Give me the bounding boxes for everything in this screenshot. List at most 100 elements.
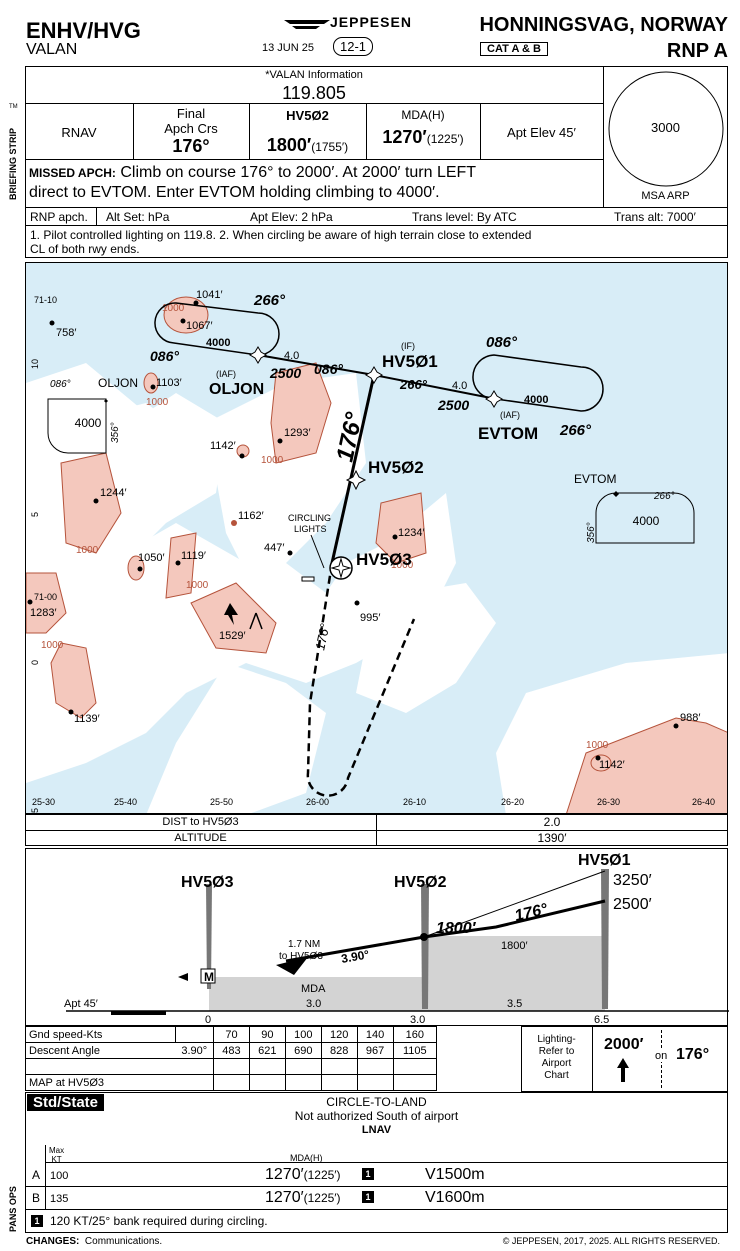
fix-hv501-label: HV5Ø1 xyxy=(382,352,438,371)
gs-140: 140 xyxy=(356,1026,394,1043)
altitude-label: ALTITUDE xyxy=(174,832,227,844)
jeppesen-logo-icon xyxy=(284,17,332,29)
contour-label: 1000 xyxy=(41,640,64,651)
circling-label: CIRCLING xyxy=(288,513,331,523)
cat-a-vis: V1500m xyxy=(425,1166,485,1183)
atis-label: *VALAN Information xyxy=(265,69,363,81)
contour-label: 1000 xyxy=(162,303,185,314)
note-badge: 1 xyxy=(362,1191,374,1203)
rnp-approach: RNP apch. xyxy=(30,210,88,224)
missed-approach-path xyxy=(306,562,416,797)
dist-0: 0 xyxy=(205,1014,211,1026)
lon-tick: 26-20 xyxy=(501,797,524,807)
chart-number: 12-1 xyxy=(333,37,374,56)
fix-hv503-label: HV5Ø3 xyxy=(356,550,412,569)
atis-frequency: 119.805 xyxy=(282,83,346,103)
rate-70: 483 xyxy=(213,1042,250,1059)
obstacle-group-icon xyxy=(249,612,263,630)
vdp-line2: to HV5Ø3 xyxy=(279,951,323,962)
contour-label: 1000 xyxy=(586,740,609,751)
profile-path xyxy=(285,899,606,963)
evtom-hold-outbound: 266° xyxy=(559,422,592,439)
altitude-value: 1390′ xyxy=(537,831,567,845)
mda-header: MDA(H) xyxy=(290,1153,323,1163)
spot-height: 447′ xyxy=(264,542,284,554)
evtom-hold-inbound: 086° xyxy=(486,334,518,351)
oljon-leg-dist: 4.0 xyxy=(284,350,299,362)
spot-height: 988′ xyxy=(680,712,700,724)
obstacle-icon xyxy=(224,603,238,625)
evtom-leg-dist: 4.0 xyxy=(452,380,467,392)
lon-tick: 25-50 xyxy=(210,797,233,807)
std-state-tab: Std/State xyxy=(27,1094,105,1112)
alt-set: Alt Set: hPa xyxy=(106,210,170,224)
lat-tick: 0 xyxy=(30,660,40,665)
msa-circle xyxy=(607,70,725,188)
msa-value: 3000 xyxy=(651,120,680,135)
fix-oljon-icon xyxy=(249,346,267,364)
mda-label: MDA(H) xyxy=(401,108,445,122)
profile-course: 176° xyxy=(513,901,550,925)
inset-evtom xyxy=(595,492,695,544)
lat-tick: 5 xyxy=(30,512,40,517)
lighting-box xyxy=(521,1026,728,1092)
profile-3250: 3250′ xyxy=(613,872,652,889)
copyright: © JEPPESEN, 2017, 2025. ALL RIGHTS RESER… xyxy=(502,1236,720,1246)
rnav-label: RNAV xyxy=(61,125,97,140)
lon-tick: 26-40 xyxy=(692,797,715,807)
inset-evtom-in: 266° xyxy=(653,491,675,502)
climb-arrow-icon xyxy=(617,1058,629,1087)
gs-90: 90 xyxy=(248,1026,286,1043)
inset-oljon xyxy=(47,398,107,454)
oljon-hold-outbound: 266° xyxy=(253,292,286,309)
contour-label: 1000 xyxy=(391,560,414,571)
missed-course-label: 176° xyxy=(312,622,332,651)
mda-tag: MDA xyxy=(301,983,326,995)
lat-tick: 10 xyxy=(30,359,40,369)
fix-oljon-label: OLJON xyxy=(209,381,264,398)
missed-approach-text: MISSED APCH: Climb on course 176° to 200… xyxy=(29,164,477,201)
msa-label: MSA ARP xyxy=(641,190,690,202)
spot-height: 995′ xyxy=(360,612,380,624)
spot-height: 1050′ xyxy=(138,552,165,564)
fix-hv501-role: (IF) xyxy=(401,341,415,351)
final-course-label-2: Apch Crs xyxy=(164,121,218,136)
oljon-leg-alt: 2500 xyxy=(269,365,301,381)
fix-evtom-role: (IAF) xyxy=(500,410,520,420)
tm-mark: TM xyxy=(9,104,18,110)
lon-tick: 26-30 xyxy=(597,797,620,807)
gs-160: 160 xyxy=(392,1026,438,1043)
dist-2: 3.5 xyxy=(507,998,522,1010)
spot-height: 758′ xyxy=(56,327,76,339)
rate-100: 690 xyxy=(284,1042,322,1059)
chart-notes: 1. Pilot controlled lighting on 119.8. 2… xyxy=(30,228,532,256)
apt-elev-profile: Apt 45′ xyxy=(64,998,98,1010)
dist-1: 3.0 xyxy=(410,1014,425,1026)
spot-heights: 758′ 1041′ 1067′ 1103′ 1293′ 1142′ 1244′… xyxy=(27,289,700,771)
cat-a-speed: 100 xyxy=(50,1170,69,1182)
chart-date: 13 JUN 25 xyxy=(262,42,314,54)
profile-hv502: HV5Ø2 xyxy=(394,874,447,891)
spot-height: 1142′ xyxy=(210,440,236,452)
spot-height: 1067′ xyxy=(186,320,213,332)
inset-oljon-name: OLJON xyxy=(98,376,138,390)
circling-note: 120 KT/25° bank required during circling… xyxy=(50,1214,268,1228)
hv502-marker xyxy=(421,884,429,1009)
spot-height: 1162′ xyxy=(238,510,264,522)
spot-height: 1244′ xyxy=(100,487,127,499)
circle-subtitle: Not authorized South of airport xyxy=(294,1109,459,1123)
publisher-name: JEPPESEN xyxy=(330,14,412,30)
mda-value: 1270′(1225′) xyxy=(382,127,464,147)
spot-height: 1234′ xyxy=(398,527,425,539)
inset-evtom-out: 356° xyxy=(586,522,597,543)
procedure-name: VALAN xyxy=(26,41,78,58)
vdp-line1: 1.7 NM xyxy=(288,939,320,950)
pans-ops-label: PANS OPS xyxy=(8,1186,18,1232)
evtom-leg-alt: 2500 xyxy=(437,397,469,413)
lat-tick: 5 xyxy=(30,808,40,813)
inset-evtom-name: EVTOM xyxy=(574,472,616,486)
gs-label: Gnd speed-Kts xyxy=(25,1026,176,1043)
spot-height: 1139′ xyxy=(74,713,100,725)
